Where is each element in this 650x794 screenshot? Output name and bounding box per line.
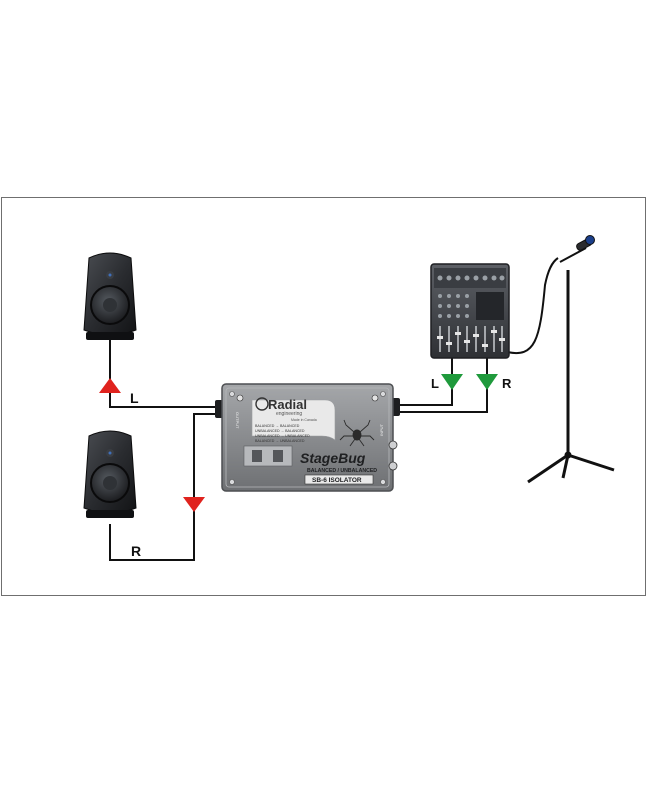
speaker-icon: [83, 430, 137, 518]
speaker-left: [83, 252, 137, 340]
arrow-output-right: [183, 497, 205, 512]
mode-row: BALANCED → UNBALANCED: [255, 439, 305, 443]
stagebug-device: OUTPUT INPUT Radial engineering Made in …: [215, 383, 400, 492]
cable-microphone: [506, 257, 559, 355]
speaker-icon: [83, 252, 137, 340]
cable-mixer-right: [395, 357, 488, 413]
mixer: [430, 263, 510, 359]
mode-row: UNBALANCED → BALANCED: [255, 429, 305, 433]
speaker-right: [83, 430, 137, 518]
model-label: SB-6 ISOLATOR: [312, 477, 362, 484]
port-output-label: OUTPUT: [235, 412, 240, 429]
microphone-stand-icon: [527, 235, 615, 484]
cable-right-speaker: [109, 413, 222, 561]
mixer-icon: [430, 263, 510, 359]
made-in-label: Made in Canada: [291, 418, 317, 422]
arrow-input-right: [476, 374, 498, 390]
mode-row: BALANCED → BALANCED: [255, 424, 300, 428]
cable-mixer-left: [395, 357, 453, 406]
brand-sub-label: engineering: [276, 411, 302, 417]
arrow-output-left: [99, 378, 121, 393]
mixer-left-label: L: [431, 376, 439, 391]
channel-left-label: L: [130, 390, 139, 406]
spider-icon: [339, 419, 375, 447]
channel-right-label: R: [131, 543, 141, 559]
brand-label: Radial: [268, 397, 307, 412]
cable-left-speaker: [109, 336, 222, 408]
mixer-right-label: R: [502, 376, 512, 391]
arrow-input-left: [441, 374, 463, 390]
mode-row: UNBALANCED → UNBALANCED: [255, 434, 310, 438]
product-title: StageBug: [300, 450, 366, 466]
cables: [109, 257, 559, 561]
microphone-stand: [527, 235, 615, 484]
product-subtitle: BALANCED / UNBALANCED: [307, 468, 377, 474]
port-input-label: INPUT: [379, 423, 384, 436]
